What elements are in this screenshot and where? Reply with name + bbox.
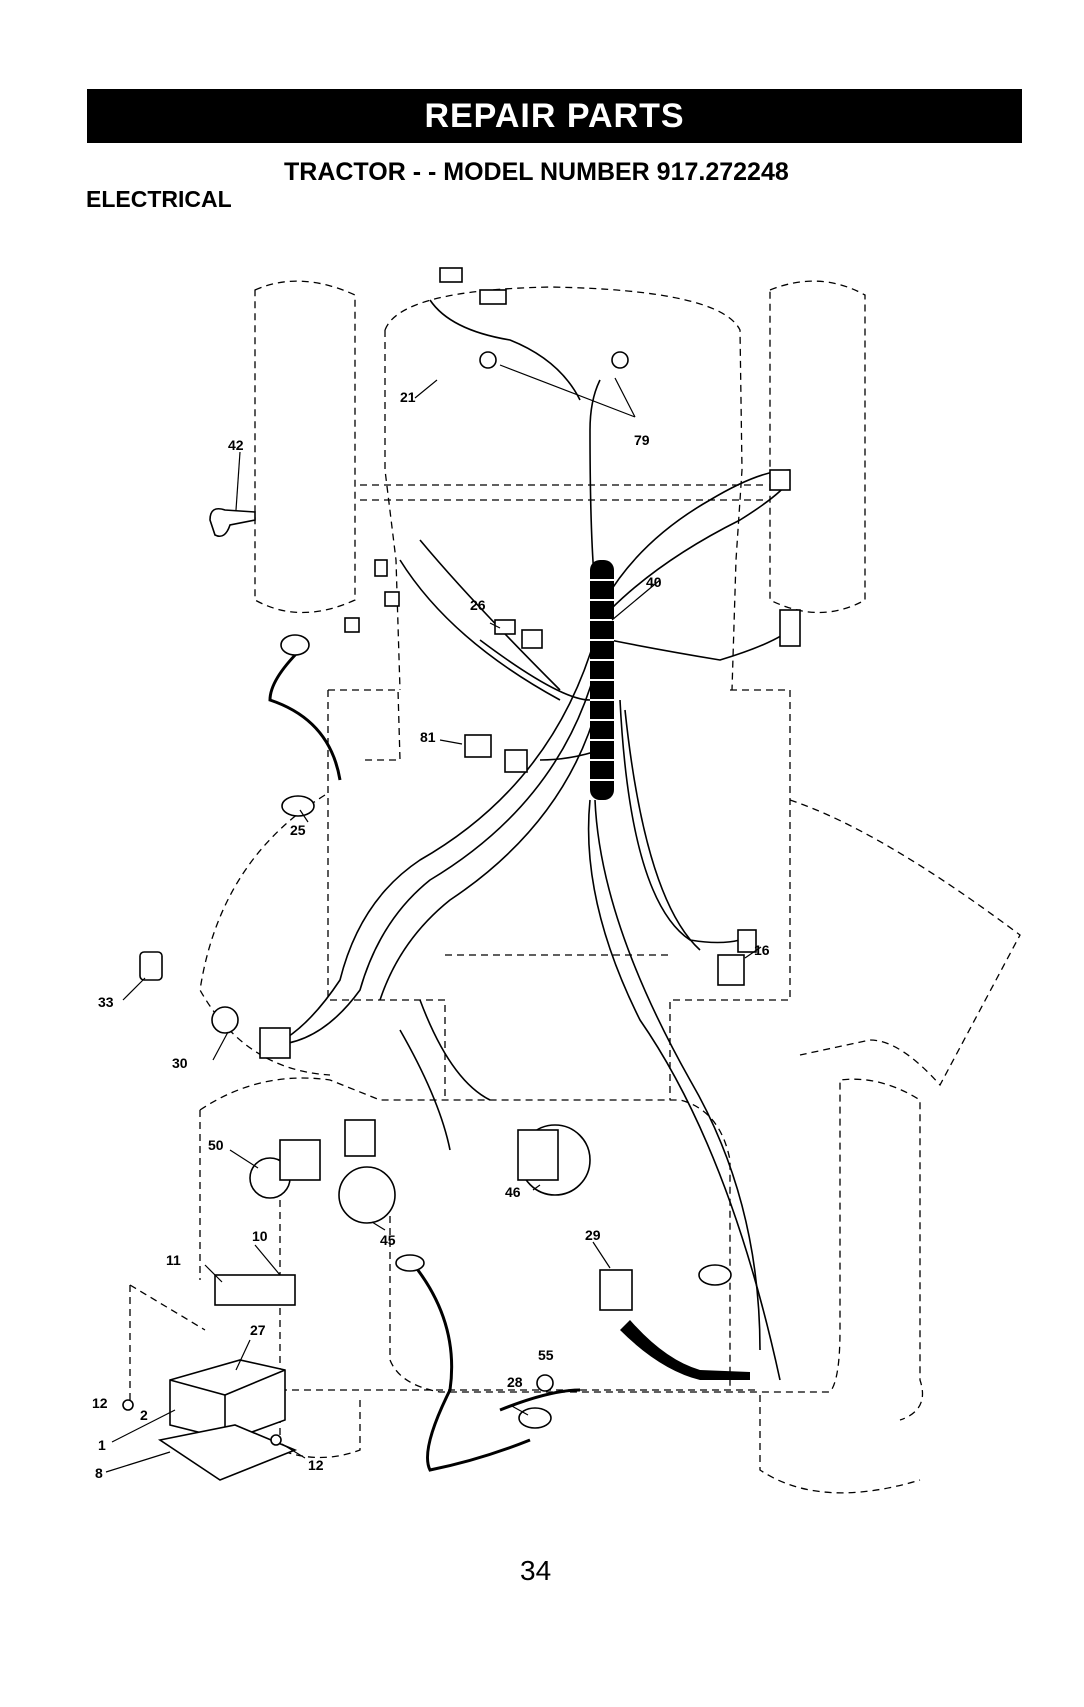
part-8-icon [160,1425,295,1480]
callout-11: 11 [166,1252,181,1268]
callout-27: 27 [250,1322,266,1338]
callout-30: 30 [172,1055,188,1071]
part-42-icon [210,509,255,537]
part-81-icon [465,735,491,757]
callout-42: 42 [228,437,244,453]
part-10-icon [215,1275,295,1305]
part-21-icon [440,268,462,282]
page-number: 34 [520,1555,551,1587]
tractor-outline [130,281,1020,1493]
part-28-icon [519,1408,551,1428]
callout-21: 21 [400,389,416,405]
callout-12-right: 12 [308,1457,324,1473]
callout-25: 25 [290,822,306,838]
callout-28: 28 [507,1374,523,1390]
part-79-icon [480,352,496,368]
callout-1: 1 [98,1437,106,1453]
callout-16: 16 [754,942,770,958]
callout-2: 2 [140,1407,148,1423]
part-25-icon [282,796,314,816]
part-45-icon [339,1167,395,1223]
callout-29: 29 [585,1227,601,1243]
callout-46: 46 [505,1184,521,1200]
callout-33: 33 [98,994,114,1010]
callout-45: 45 [380,1232,396,1248]
part-29-icon [600,1270,632,1310]
part-16-icon [718,955,744,985]
callout-40: 40 [646,574,662,590]
components [123,268,800,1480]
leader-lines [106,365,761,1472]
callout-10: 10 [252,1228,268,1244]
battery-cables [270,650,580,1470]
callout-8: 8 [95,1465,103,1481]
wire-harness [260,300,790,1380]
part-12-icon [123,1400,133,1410]
callout-26: 26 [470,597,486,613]
callout-81: 81 [420,729,436,745]
callout-50: 50 [208,1137,224,1153]
callout-79: 79 [634,432,650,448]
part-33-icon [140,952,162,980]
callout-55: 55 [538,1347,554,1363]
callout-12-left: 12 [92,1395,108,1411]
part-55-icon [537,1375,553,1391]
part-30-icon [212,1007,238,1033]
